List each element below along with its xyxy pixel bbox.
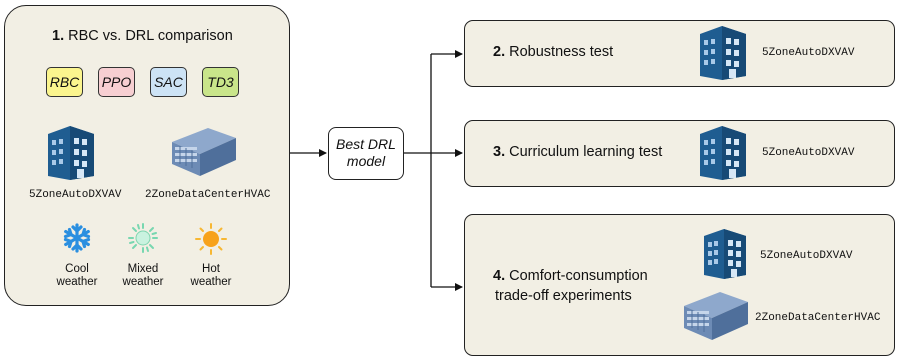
panel-3-title: 3. Curriculum learning test: [493, 144, 663, 160]
building-label-5zone: 5ZoneAutoDXVAV: [762, 147, 855, 159]
building-label-2zone: 2ZoneDataCenterHVAC: [755, 312, 881, 324]
office-building-icon: [700, 26, 746, 80]
building-label-2zone: 2ZoneDataCenterHVAC: [145, 189, 271, 201]
rbc-vs-drl-panel: [4, 5, 290, 306]
sun-icon: [195, 223, 227, 255]
panel-1-title: 1. RBC vs. DRL comparison: [52, 28, 233, 44]
algo-rbc: RBC: [46, 67, 83, 97]
building-label-5zone: 5ZoneAutoDXVAV: [29, 189, 122, 201]
building-label-5zone: 5ZoneAutoDXVAV: [762, 47, 855, 59]
algo-sac: SAC: [150, 67, 187, 97]
building-label-5zone: 5ZoneAutoDXVAV: [760, 250, 853, 262]
curriculum-learning-panel: [464, 120, 895, 187]
comfort-consumption-panel: [464, 214, 895, 356]
panel-2-title: 2. Robustness test: [493, 44, 614, 60]
robustness-test-panel: [464, 20, 895, 87]
office-building-icon: [704, 229, 746, 279]
panel-4-title: 4. Comfort-consumption: [493, 268, 648, 284]
datacenter-building-icon: [684, 292, 748, 340]
office-building-icon: [48, 126, 94, 180]
datacenter-building-icon: [172, 128, 236, 176]
mixed-weather-icon: [128, 223, 158, 253]
office-building-icon: [700, 126, 746, 180]
algo-td3: TD3: [202, 67, 239, 97]
panel-4-title-line2: trade-off experiments: [495, 288, 632, 304]
algo-ppo: PPO: [98, 67, 135, 97]
snowflake-icon: [63, 223, 91, 253]
